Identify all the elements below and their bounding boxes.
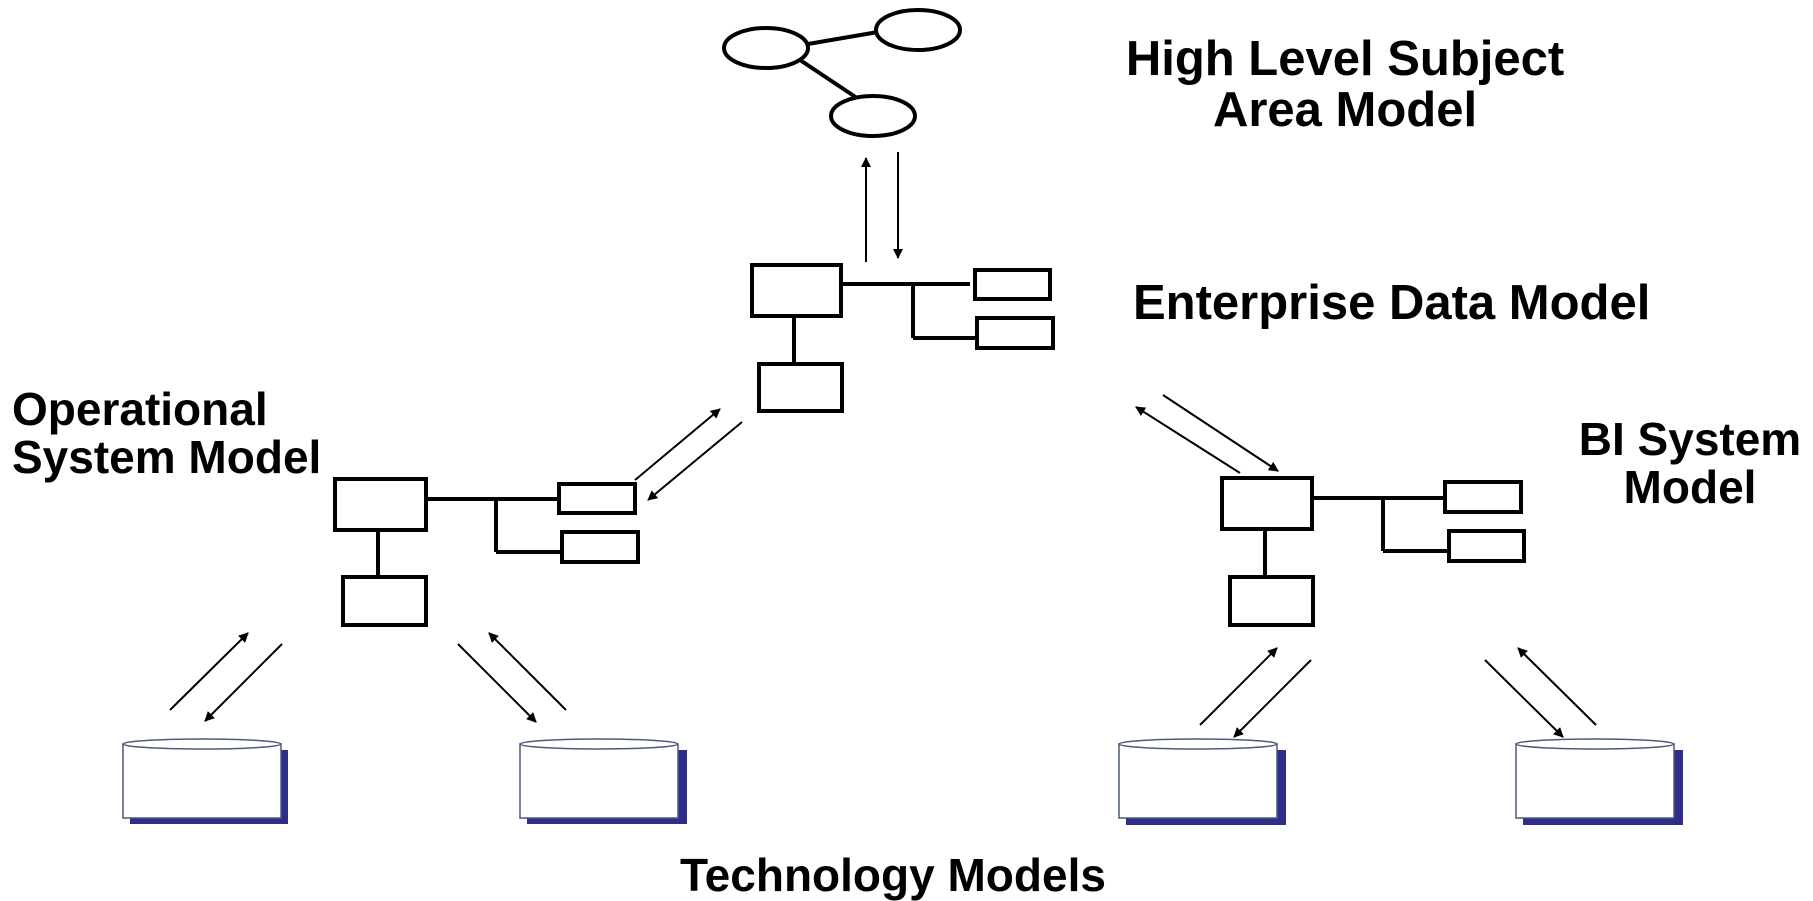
subject-oval <box>722 26 810 70</box>
entity-box <box>975 316 1055 350</box>
arrow-up <box>1135 406 1241 474</box>
operational-entities <box>333 477 640 627</box>
label-line: Operational <box>12 383 268 435</box>
arrow-down <box>204 643 283 722</box>
arrow-down <box>1484 659 1564 738</box>
technology-models-label: Technology Models <box>680 849 1106 901</box>
arrow-down <box>1233 659 1312 738</box>
arrow-up <box>169 632 249 711</box>
subject-link <box>798 58 862 102</box>
entity-box <box>973 268 1052 301</box>
arrow-down <box>457 643 537 723</box>
arrow-up <box>634 408 721 481</box>
arrow-up <box>1517 647 1597 726</box>
high-level-subject-area-label: High Level Subject Area Model <box>1105 32 1585 138</box>
database-icon <box>122 738 288 824</box>
bi-entities <box>1220 476 1526 627</box>
entity-box <box>333 477 428 532</box>
entity-box <box>1443 480 1523 514</box>
entity-box <box>341 575 428 627</box>
database-icon <box>1515 738 1683 825</box>
arrow-up <box>488 632 567 711</box>
entity-box <box>1228 575 1315 627</box>
entity-box <box>757 362 844 413</box>
subject-area-model <box>722 8 962 138</box>
label-line: Area Model <box>1212 83 1478 138</box>
label-line: Model <box>1623 461 1757 514</box>
arrow-down <box>1162 394 1279 472</box>
arrow-down <box>647 421 743 501</box>
database-icon <box>519 738 687 824</box>
enterprise-entities <box>750 263 1055 413</box>
subject-oval <box>829 94 917 138</box>
label-line: BI System <box>1578 413 1802 465</box>
enterprise-data-model-label: Enterprise Data Model <box>1133 276 1651 330</box>
entity-box <box>560 530 640 564</box>
label-line: System Model <box>12 431 322 484</box>
operational-system-model-label: Operational System Model <box>12 385 321 482</box>
entity-box <box>750 263 843 318</box>
subject-link <box>807 30 879 46</box>
subject-oval <box>874 8 962 52</box>
entity-box <box>1220 476 1314 531</box>
entity-box <box>1447 529 1526 563</box>
arrow-up <box>1199 647 1278 726</box>
label-line: High Level Subject <box>1125 32 1565 86</box>
entity-box <box>557 482 637 515</box>
bi-system-model-label: BI System Model <box>1560 415 1813 512</box>
database-icon <box>1118 738 1286 825</box>
